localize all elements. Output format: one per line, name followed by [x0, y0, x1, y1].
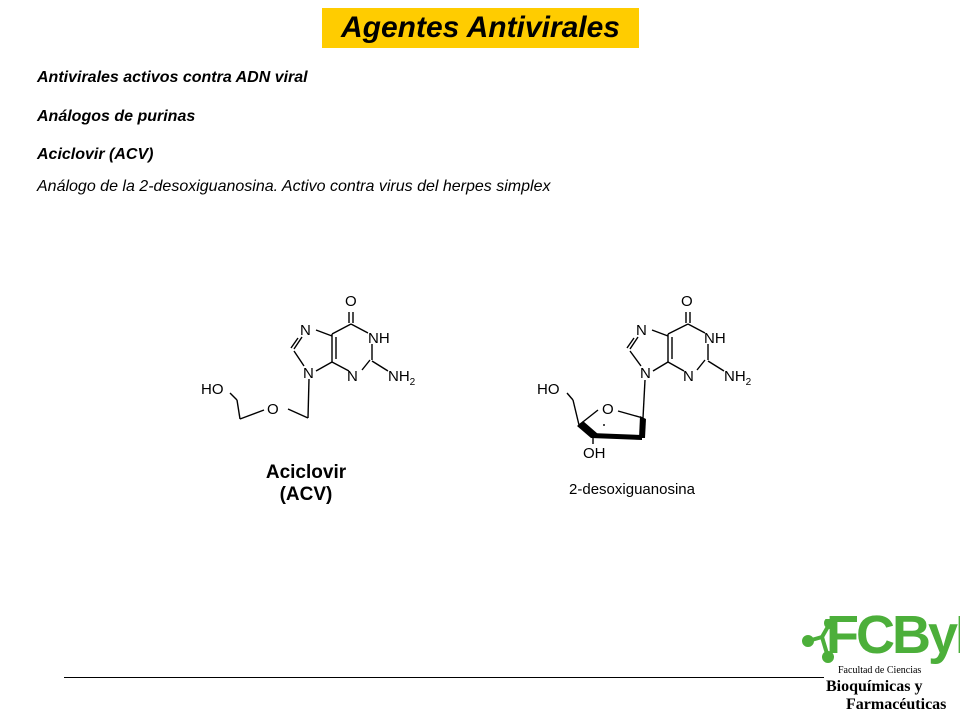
footer-divider — [64, 677, 824, 678]
acv-atom-n9: N — [303, 365, 314, 382]
dg-atom-ho: HO — [537, 381, 560, 398]
dg-atom-oh: OH — [583, 445, 606, 462]
acv-bond — [315, 361, 333, 372]
dg-atom-n3: N — [683, 368, 694, 385]
dg-caption: 2-desoxiguanosina — [569, 481, 696, 498]
page-title: Agentes Antivirales — [341, 11, 620, 44]
acv-bond — [239, 409, 265, 420]
acv-bond — [307, 378, 310, 419]
molecule-icon — [802, 619, 836, 663]
acv-atom-nh: NH — [368, 330, 390, 347]
acv-atom-o-ether: O — [267, 401, 279, 418]
heading-purinas: Análogos de purinas — [37, 108, 196, 125]
dg-bond — [566, 392, 574, 401]
dg-atom-nh2: NH2 — [724, 368, 752, 388]
dg-atom-nh: NH — [704, 330, 726, 347]
dg-atom-n9: N — [640, 365, 651, 382]
acv-bond — [290, 337, 299, 349]
acv-bond — [331, 361, 350, 372]
acv-atom-n3: N — [347, 368, 358, 385]
dg-bond — [572, 399, 580, 426]
acv-bond — [229, 392, 238, 401]
acv-atom-nh2: NH2 — [388, 368, 416, 388]
acv-bond — [315, 329, 333, 337]
acv-bond — [350, 323, 369, 334]
dg-atom-o: O — [681, 293, 693, 310]
logo-faculty-line: Facultad de Ciencias — [838, 665, 922, 676]
acv-atom-o: O — [345, 293, 357, 310]
acv-bond — [293, 336, 303, 350]
dg-wedge-bond — [591, 433, 642, 440]
dg-bond — [642, 379, 646, 419]
dg-wedge-bond — [639, 416, 646, 438]
acv-atom-n7: N — [300, 322, 311, 339]
acv-caption-name: Aciclovir — [266, 462, 347, 483]
dg-atom-n7: N — [636, 322, 647, 339]
acv-bond — [293, 350, 305, 367]
acv-bond — [236, 399, 241, 420]
dg-atom-o-ring: O — [602, 401, 614, 418]
acv-bond — [287, 408, 309, 419]
dg-bond — [629, 336, 639, 350]
dg-bond — [707, 360, 725, 372]
dg-bond — [651, 329, 669, 337]
dg-bond — [626, 337, 635, 349]
heading-adn-viral: Antivirales activos contra ADN viral — [37, 69, 308, 86]
dg-bond — [667, 323, 689, 335]
dg-bond — [696, 359, 706, 371]
acv-bond — [361, 359, 371, 371]
dg-bond — [617, 410, 644, 419]
dg-bond — [687, 323, 706, 334]
heading-aciclovir: Aciclovir (ACV) — [37, 146, 154, 163]
acv-caption-abbr: (ACV) — [280, 484, 333, 505]
acv-bond — [371, 360, 389, 372]
logo-farmaceuticas-line: Farmacéuticas — [846, 696, 947, 713]
logo-bioquimicas-line: Bioquímicas y — [826, 678, 923, 695]
description-text: Análogo de la 2-desoxiguanosina. Activo … — [37, 178, 551, 195]
title-banner: Agentes Antivirales — [322, 8, 639, 48]
acv-bond — [331, 323, 352, 335]
acv-atom-ho: HO — [201, 381, 224, 398]
dg-bond — [629, 350, 642, 367]
dg-bond — [667, 361, 685, 372]
dg-bond — [652, 361, 669, 372]
